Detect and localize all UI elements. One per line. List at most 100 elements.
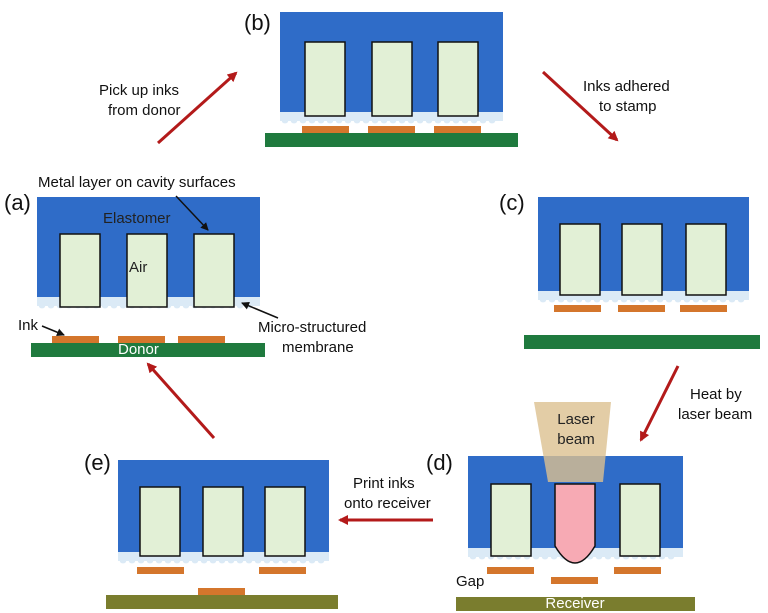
membrane-bump-a: [47, 303, 55, 309]
micro-structured-label: Micro-structured: [258, 319, 366, 336]
membrane-bump-a: [173, 303, 181, 309]
membrane-bump-e: [308, 558, 316, 564]
membrane-bump-c: [701, 297, 709, 303]
ink-a-1: [52, 336, 99, 343]
membrane-bump-c: [737, 297, 745, 303]
membrane-bump-e: [119, 558, 127, 564]
membrane-label: membrane: [282, 339, 354, 356]
membrane-bump-e: [317, 558, 325, 564]
membrane-bump-e: [209, 558, 217, 564]
membrane-bump-e: [299, 558, 307, 564]
membrane-bump-d: [541, 554, 549, 560]
membrane-bump-e: [128, 558, 136, 564]
membrane-bump-b: [281, 118, 289, 124]
ink-c-3: [680, 305, 727, 312]
membrane-bump-b: [470, 118, 478, 124]
membrane-bump-e: [290, 558, 298, 564]
step-adhered-line2: to stamp: [599, 98, 657, 115]
membrane-bump-c: [620, 297, 628, 303]
membrane-bump-c: [674, 297, 682, 303]
membrane-bump-a: [182, 303, 190, 309]
membrane-bump-e: [263, 558, 271, 564]
step-adhered-line1: Inks adhered: [583, 78, 670, 95]
membrane-bump-b: [317, 118, 325, 124]
membrane-bump-d: [595, 554, 603, 560]
membrane-bump-b: [398, 118, 406, 124]
membrane-bump-e: [182, 558, 190, 564]
membrane-pointer: [241, 302, 279, 319]
membrane-bump-d: [532, 554, 540, 560]
ink-a-2: [118, 336, 165, 343]
arrow-b-to-c: [541, 70, 619, 142]
membrane-bump-c: [728, 297, 736, 303]
ink-c-1: [554, 305, 601, 312]
receiver-substrate-e: [106, 595, 338, 609]
panel-label-b: (b): [244, 10, 271, 35]
air-cavity-d-3: [619, 483, 661, 557]
step-print-line2: onto receiver: [344, 495, 431, 512]
ink-b-3: [434, 126, 481, 133]
membrane-bump-b: [371, 118, 379, 124]
membrane-bump-b: [299, 118, 307, 124]
membrane-bump-e: [137, 558, 145, 564]
membrane-bump-c: [692, 297, 700, 303]
air-cavity-d-1: [490, 483, 532, 557]
membrane-bump-c: [665, 297, 673, 303]
membrane-bump-e: [155, 558, 163, 564]
membrane-bump-e: [164, 558, 172, 564]
membrane-bump-d: [667, 554, 675, 560]
membrane-bump-c: [557, 297, 565, 303]
membrane-bump-b: [452, 118, 460, 124]
membrane-bump-a: [110, 303, 118, 309]
membrane-bump-c: [638, 297, 646, 303]
membrane-bump-e: [200, 558, 208, 564]
gap-label: Gap: [456, 573, 484, 590]
panel-label-a: (a): [4, 190, 31, 215]
panel-label-e: (e): [84, 450, 111, 475]
air-cavity-a-2: [126, 233, 168, 308]
arrow-a-to-b: [156, 71, 238, 145]
step-heat-line2: laser beam: [678, 406, 752, 423]
metal-layer-label: Metal layer on cavity surfaces: [38, 174, 236, 191]
air-cavity-c-2: [621, 223, 663, 296]
receiver-label: Receiver: [545, 595, 604, 612]
laser-beam: [534, 402, 611, 482]
step-pick-line1: Pick up inks: [99, 82, 179, 99]
ink-label: Ink: [18, 317, 39, 334]
air-label: Air: [129, 259, 147, 276]
membrane-bump-c: [656, 297, 664, 303]
membrane-bump-c: [593, 297, 601, 303]
arrow-c-to-d: [639, 365, 680, 442]
air-cavity-a-3: [193, 233, 235, 308]
elastomer-label: Elastomer: [103, 210, 171, 227]
step-pick-line2: from donor: [108, 102, 181, 119]
membrane-bump-b: [461, 118, 469, 124]
donor-label: Donor: [118, 341, 159, 358]
ink-b-1: [302, 126, 349, 133]
membrane-bump-e: [254, 558, 262, 564]
membrane-bump-e: [272, 558, 280, 564]
metal-layer-pointer: [175, 195, 209, 231]
membrane-bump-d: [604, 554, 612, 560]
air-cavity-e-1: [139, 486, 181, 557]
ink-b-2: [368, 126, 415, 133]
membrane-bump-b: [326, 118, 334, 124]
membrane-bump-d: [613, 554, 621, 560]
air-cavity-b-1: [304, 41, 346, 117]
membrane-bump-c: [611, 297, 619, 303]
membrane-bump-b: [425, 118, 433, 124]
membrane-bump-b: [416, 118, 424, 124]
ink-e-printed: [198, 588, 245, 595]
membrane-bump-c: [584, 297, 592, 303]
air-cavity-a-1: [59, 233, 101, 308]
ink-pointer: [41, 325, 65, 337]
laser-label-line1: Laser: [557, 411, 595, 428]
ink-d-3: [614, 567, 661, 574]
membrane-bump-b: [335, 118, 343, 124]
membrane-bump-a: [236, 303, 244, 309]
air-cavity-c-3: [685, 223, 727, 296]
shapes-layer: [31, 12, 760, 611]
membrane-bump-d: [550, 554, 558, 560]
